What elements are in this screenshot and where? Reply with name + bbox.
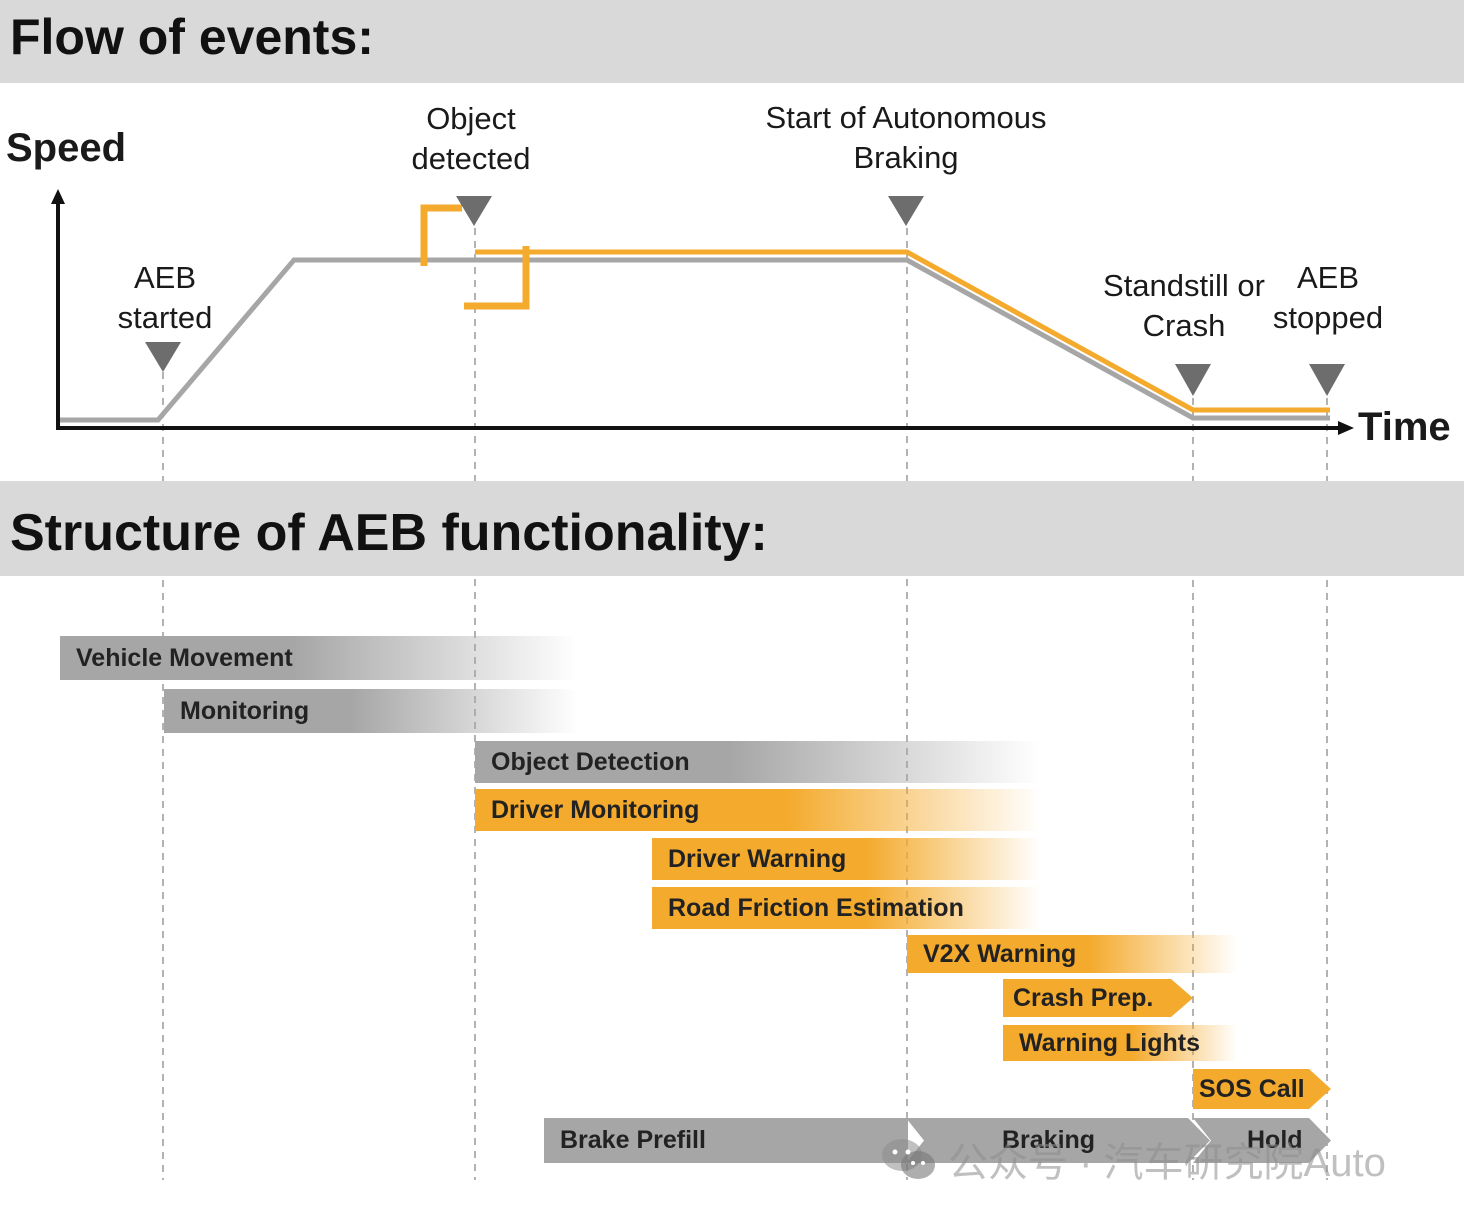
marker-standstill — [1175, 364, 1211, 396]
bar-driver-warning: Driver Warning — [652, 838, 1040, 880]
bar-v2x-warning: V2X Warning — [907, 935, 1237, 973]
structure-header: Structure of AEB functionality: — [0, 481, 1464, 576]
structure-title: Structure of AEB functionality: — [10, 504, 768, 562]
focus-bracket-top — [420, 204, 462, 266]
speed-axis-label: Speed — [6, 126, 127, 170]
bar-label: Brake Prefill — [560, 1126, 706, 1154]
bar-label: Warning Lights — [1019, 1028, 1200, 1057]
bar-crash-prep: Crash Prep. — [1003, 979, 1193, 1017]
speed-curve-gray — [58, 257, 1330, 423]
bar-hold: Hold — [1193, 1118, 1331, 1163]
bar-label: Driver Warning — [668, 844, 847, 873]
marker-start-braking — [888, 196, 924, 226]
bar-label: Driver Monitoring — [491, 795, 700, 824]
watermark: 公众号 · 汽车研究院Auto — [880, 1130, 1386, 1188]
bar-object-detection: Object Detection — [475, 741, 1040, 783]
bar-label: V2X Warning — [923, 939, 1077, 968]
bar-monitoring: Monitoring — [164, 689, 578, 733]
y-axis-arrow — [51, 189, 65, 204]
bar-label: Road Friction Estimation — [668, 893, 964, 922]
bar-warning-lights: Warning Lights — [1003, 1025, 1237, 1061]
bar-label: Braking — [1002, 1126, 1096, 1154]
bar-label: Object Detection — [491, 747, 690, 776]
bar-label: Vehicle Movement — [76, 643, 293, 672]
bar-vehicle-movement: Vehicle Movement — [60, 636, 578, 680]
bar-label: SOS Call — [1199, 1074, 1305, 1103]
bar-brake-prefill: Brake Prefill — [544, 1118, 908, 1163]
marker-aeb-started — [145, 342, 181, 372]
time-axis-label: Time — [1358, 405, 1451, 449]
bar-driver-monitoring: Driver Monitoring — [475, 789, 1040, 831]
marker-aeb-stopped — [1309, 364, 1345, 396]
flow-of-events-title: Flow of events: — [10, 9, 374, 65]
focus-bracket-bottom — [464, 246, 530, 310]
bar-braking: Braking — [906, 1118, 1210, 1163]
marker-object-detected — [456, 196, 492, 226]
bar-label: Hold — [1247, 1126, 1303, 1154]
bar-road-friction-estimation: Road Friction Estimation — [652, 887, 1040, 929]
wechat-icon — [882, 1139, 935, 1179]
flow-of-events-header: Flow of events: — [0, 0, 1464, 83]
watermark-text: 公众号 · 汽车研究院Auto — [948, 1141, 1386, 1185]
bar-label: Crash Prep. — [1013, 983, 1154, 1012]
bar-label: Monitoring — [180, 696, 310, 725]
speed-curve-orange — [475, 249, 1330, 413]
x-axis-arrow — [1338, 421, 1354, 435]
bar-sos-call: SOS Call — [1193, 1069, 1331, 1109]
